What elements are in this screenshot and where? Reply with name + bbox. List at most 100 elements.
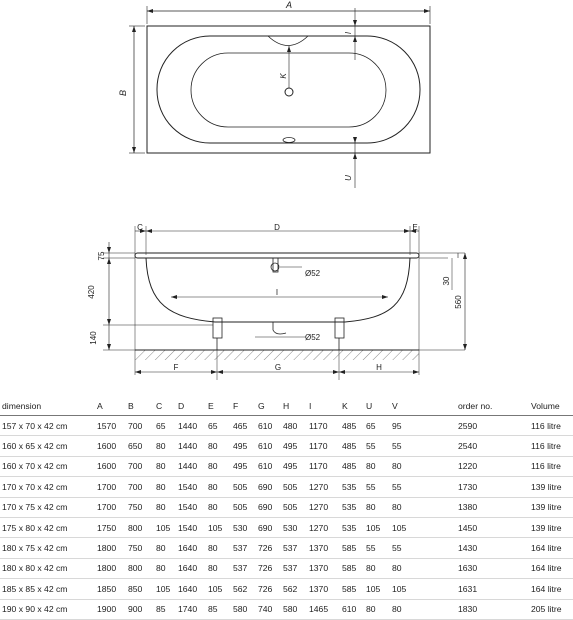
table-cell: 80 <box>156 558 178 580</box>
table-cell: 610 <box>258 415 283 437</box>
table-cell: 1631 <box>458 578 531 600</box>
table-cell: 1170 <box>309 435 342 457</box>
header-order-no: order no. <box>458 397 531 416</box>
table-cell: 485 <box>342 435 366 457</box>
table-cell: 537 <box>233 537 258 559</box>
header-U: U <box>366 397 392 416</box>
header-B: B <box>128 397 156 416</box>
table-cell: 750 <box>128 537 156 559</box>
table-cell: 800 <box>128 517 156 539</box>
table-cell: 1750 <box>97 517 128 539</box>
table-cell: 1600 <box>97 435 128 457</box>
table-cell: 530 <box>233 517 258 539</box>
table-cell: 537 <box>283 537 309 559</box>
table-cell: 80 <box>208 476 233 498</box>
table-cell: 650 <box>128 435 156 457</box>
table-cell: 535 <box>342 517 366 539</box>
table-cell: 505 <box>283 476 309 498</box>
dim-label-d52-top: Ø52 <box>305 269 321 278</box>
table-cell: 740 <box>258 599 283 620</box>
table-cell: 170 x 75 x 42 cm <box>0 497 97 518</box>
table-cell: 1430 <box>458 537 531 559</box>
dim-label-I-top: I <box>344 31 353 34</box>
table-cell: 1370 <box>309 578 342 600</box>
table-cell: 65 <box>156 415 178 437</box>
table-cell: 80 <box>208 435 233 457</box>
dim-label-H: H <box>376 363 382 372</box>
table-cell: 80 <box>366 558 392 580</box>
table-cell: 55 <box>392 537 458 559</box>
overflow-recess <box>267 35 309 46</box>
table-cell: 1465 <box>309 599 342 620</box>
table-cell: 1220 <box>458 456 531 478</box>
table-cell: 180 x 80 x 42 cm <box>0 558 97 580</box>
table-cell: 1730 <box>458 476 531 498</box>
table-cell: 480 <box>283 415 309 437</box>
header-F: F <box>233 397 258 416</box>
table-cell: 610 <box>342 599 366 620</box>
table-cell: 505 <box>283 497 309 518</box>
table-cell: 105 <box>392 517 458 539</box>
header-H: H <box>283 397 309 416</box>
table-cell: 485 <box>342 415 366 437</box>
table-cell: 105 <box>208 517 233 539</box>
table-cell: 80 <box>392 456 458 478</box>
table-cell: 1850 <box>97 578 128 600</box>
table-cell: 530 <box>283 517 309 539</box>
header-C: C <box>156 397 178 416</box>
overflow-outlet <box>282 137 296 143</box>
dim-label-d52-bottom: Ø52 <box>305 333 321 342</box>
table-cell: 80 <box>366 456 392 478</box>
table-cell: 160 x 65 x 42 cm <box>0 435 97 457</box>
table-cell: 1830 <box>458 599 531 620</box>
technical-drawing: A B K I U <box>87 0 467 380</box>
table-cell: 80 <box>156 435 178 457</box>
dim-label-I-side: I <box>276 288 278 297</box>
table-cell: 116 litre <box>531 415 573 437</box>
table-cell: 55 <box>392 435 458 457</box>
waste-trap <box>272 322 287 335</box>
table-cell: 726 <box>258 537 283 559</box>
table-cell: 1640 <box>178 558 208 580</box>
table-cell: 55 <box>366 537 392 559</box>
table-cell: 1440 <box>178 456 208 478</box>
tub-inner-rim <box>156 35 421 144</box>
dim-label-420: 420 <box>87 285 96 299</box>
dim-label-D: D <box>274 223 280 232</box>
header-E: E <box>208 397 233 416</box>
table-cell: 157 x 70 x 42 cm <box>0 415 97 437</box>
table-cell: 105 <box>366 578 392 600</box>
tub-outer-rim <box>146 25 431 154</box>
table-cell: 726 <box>258 578 283 600</box>
dim-label-E: E <box>412 223 417 232</box>
table-cell: 585 <box>342 558 366 580</box>
floor-hatch <box>135 350 419 360</box>
table-cell: 850 <box>128 578 156 600</box>
table-cell: 1270 <box>309 497 342 518</box>
table-cell: 505 <box>233 476 258 498</box>
table-cell: 1540 <box>178 517 208 539</box>
table-cell: 485 <box>342 456 366 478</box>
table-cell: 80 <box>392 497 458 518</box>
dim-label-K: K <box>279 73 288 79</box>
table-cell: 1630 <box>458 558 531 580</box>
table-cell: 465 <box>233 415 258 437</box>
table-cell: 1450 <box>458 517 531 539</box>
table-cell: 116 litre <box>531 435 573 457</box>
table-cell: 116 litre <box>531 456 573 478</box>
table-cell: 180 x 75 x 42 cm <box>0 537 97 559</box>
table-cell: 80 <box>208 558 233 580</box>
tub-basin-floor <box>190 52 387 128</box>
table-cell: 1440 <box>178 415 208 437</box>
right-leg <box>334 317 345 339</box>
table-cell: 610 <box>258 435 283 457</box>
table-cell: 164 litre <box>531 558 573 580</box>
header-I: I <box>309 397 342 416</box>
table-cell: 1440 <box>178 435 208 457</box>
table-cell: 105 <box>156 517 178 539</box>
table-cell: 800 <box>128 558 156 580</box>
table-cell: 105 <box>366 517 392 539</box>
